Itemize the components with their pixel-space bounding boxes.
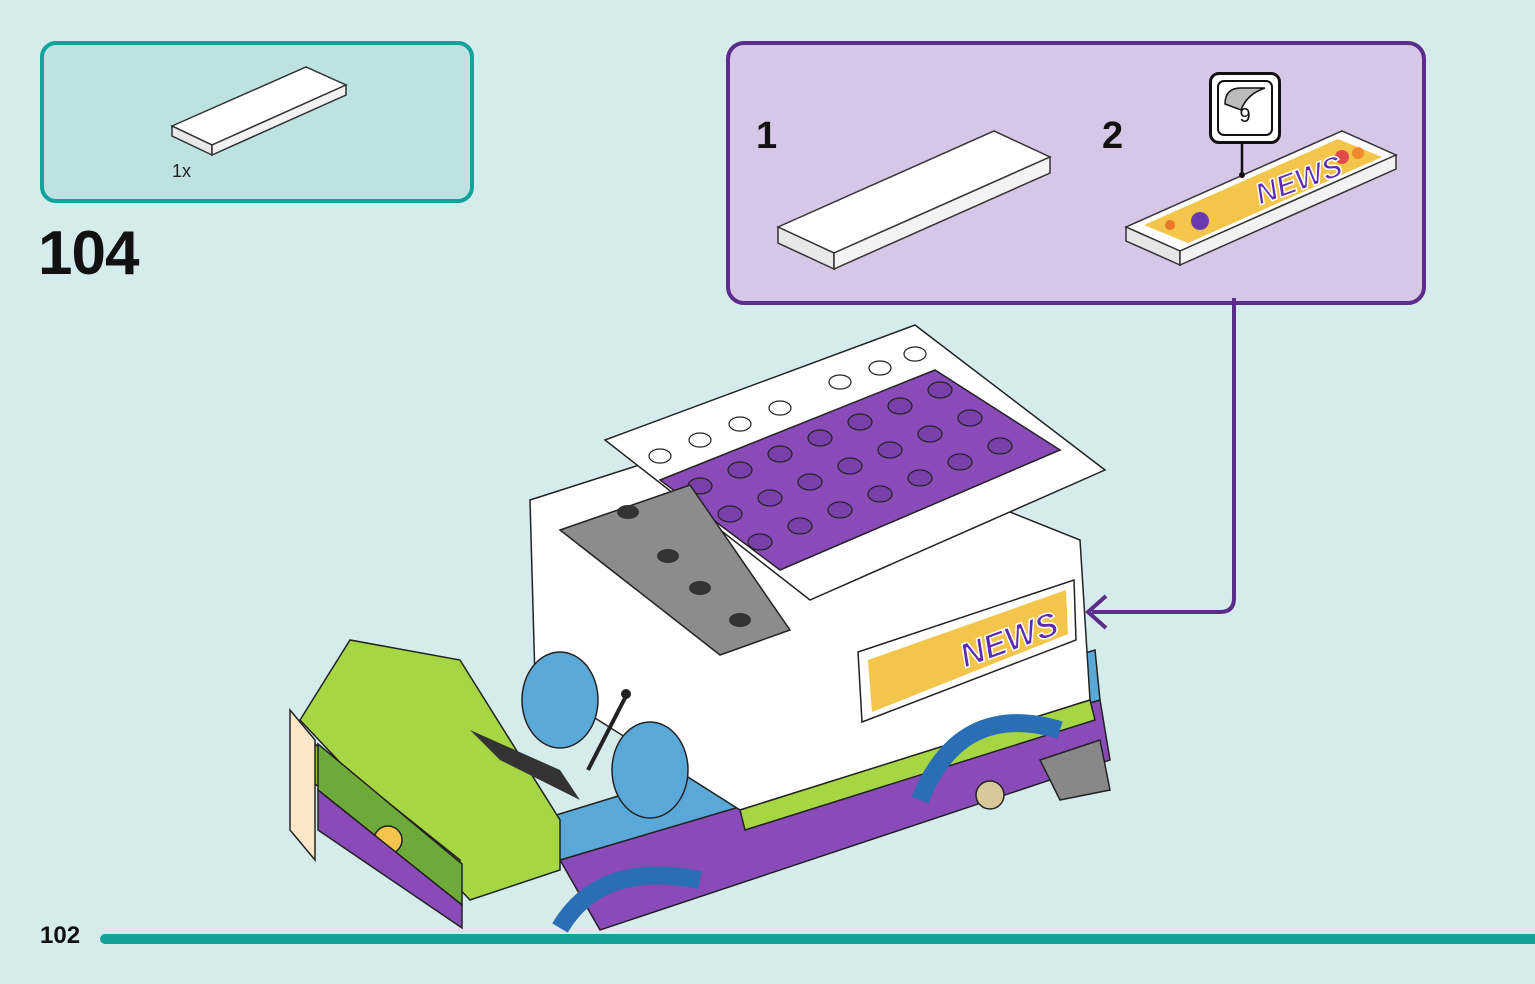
footer-divider-bar <box>100 934 1535 944</box>
sticker-sheet-callout: 9 <box>1209 72 1281 144</box>
part-quantity: 1x <box>172 161 192 181</box>
substep-callout-box: 1 2 NEWS 9 <box>726 41 1426 305</box>
sticker-icon <box>1217 80 1273 136</box>
vehicle-seats <box>470 651 689 819</box>
vehicle-chassis <box>538 649 1111 931</box>
side-sign-panel: NEWS <box>857 578 1077 724</box>
vehicle-front-cab <box>289 639 561 930</box>
placement-connector-line <box>1092 298 1236 614</box>
white-tile-part-image <box>170 66 348 157</box>
parts-list-box: 1x <box>40 41 474 203</box>
page-number: 102 <box>40 922 81 949</box>
roof-white-studs <box>648 346 927 464</box>
roof-studs <box>687 381 1013 551</box>
grey-plates <box>558 484 792 656</box>
substep-illustrations: NEWS <box>776 130 1398 271</box>
placement-arrow-icon <box>1084 594 1108 630</box>
step-number: 104 <box>38 219 139 288</box>
white-tile-image <box>776 130 1052 271</box>
substep-2-label: 2 <box>1102 115 1124 157</box>
side-sign-art-text: NEWS <box>955 605 1064 676</box>
vehicle-rear-body <box>529 419 1096 831</box>
vehicle-wheels <box>552 714 1111 933</box>
substep-1-label: 1 <box>756 115 778 157</box>
sticker-number: 9 <box>1239 105 1251 127</box>
vehicle-roof <box>603 324 1107 601</box>
news-sticker-tile-image: NEWS <box>1124 130 1398 267</box>
